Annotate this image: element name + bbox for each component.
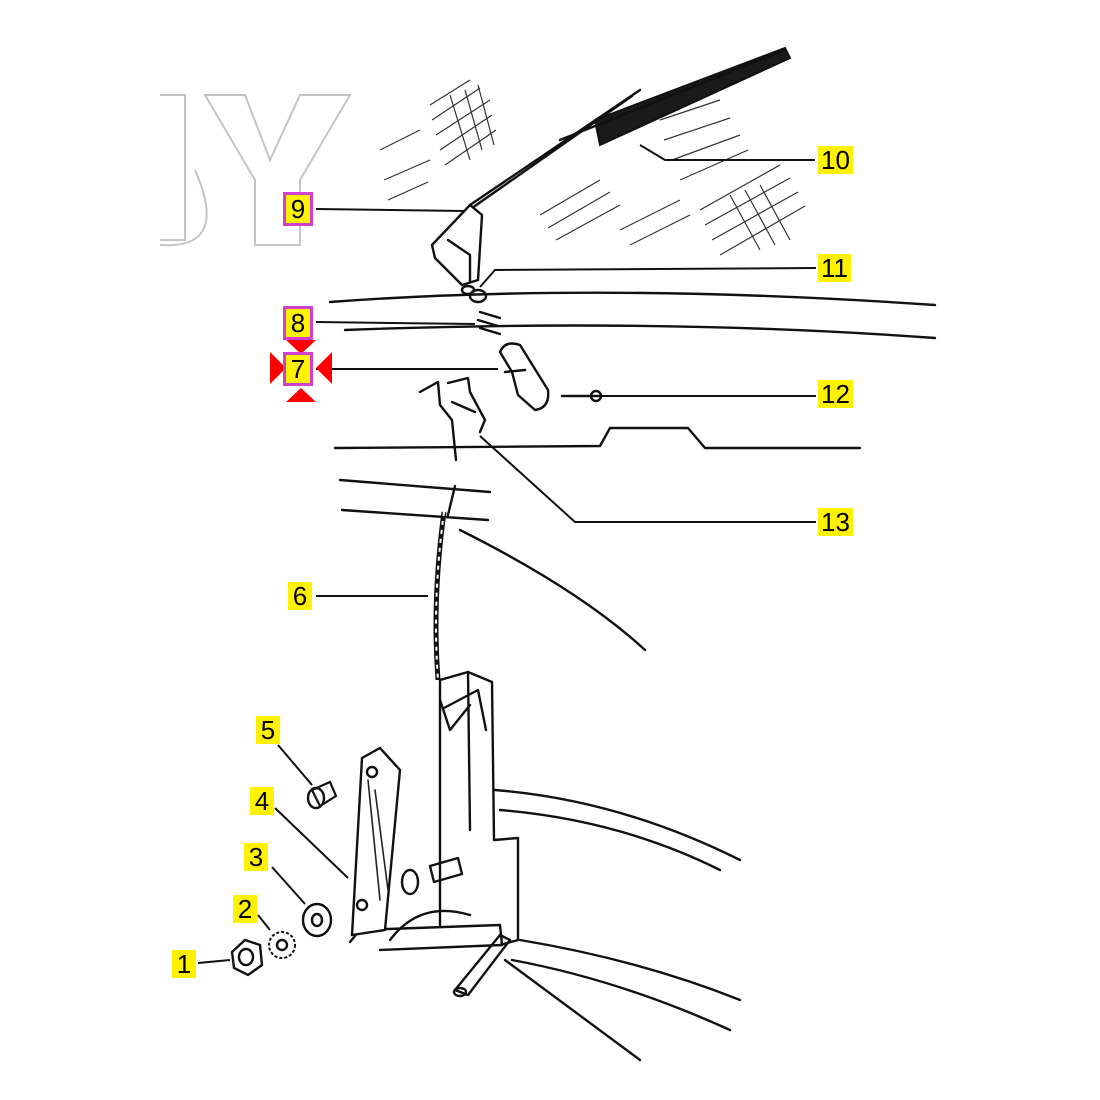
pivot-lever	[350, 746, 402, 937]
body-outline	[328, 291, 937, 652]
callout-4[interactable]: 4	[250, 787, 274, 815]
wiper-arm	[430, 88, 642, 296]
callout-2[interactable]: 2	[233, 895, 257, 923]
selection-marker	[270, 340, 332, 402]
callout-6[interactable]: 6	[288, 582, 312, 610]
callout-12[interactable]: 12	[818, 380, 853, 408]
hardware	[230, 780, 338, 977]
leader-lines	[197, 144, 817, 964]
watermark	[159, 94, 352, 247]
windscreen	[379, 79, 806, 256]
callout-10[interactable]: 10	[818, 146, 853, 174]
spindle-parts	[418, 288, 603, 462]
callout-5[interactable]: 5	[256, 716, 280, 744]
callout-1[interactable]: 1	[172, 950, 196, 978]
callout-9[interactable]: 9	[283, 192, 313, 226]
motor-bracket	[348, 670, 742, 1062]
wiper-cable	[433, 484, 457, 681]
callout-7[interactable]: 7	[283, 352, 313, 386]
callout-8[interactable]: 8	[283, 306, 313, 340]
callout-11[interactable]: 11	[818, 254, 851, 282]
wiper-blade	[558, 46, 792, 147]
callout-3[interactable]: 3	[244, 843, 268, 871]
callout-13[interactable]: 13	[818, 508, 853, 536]
